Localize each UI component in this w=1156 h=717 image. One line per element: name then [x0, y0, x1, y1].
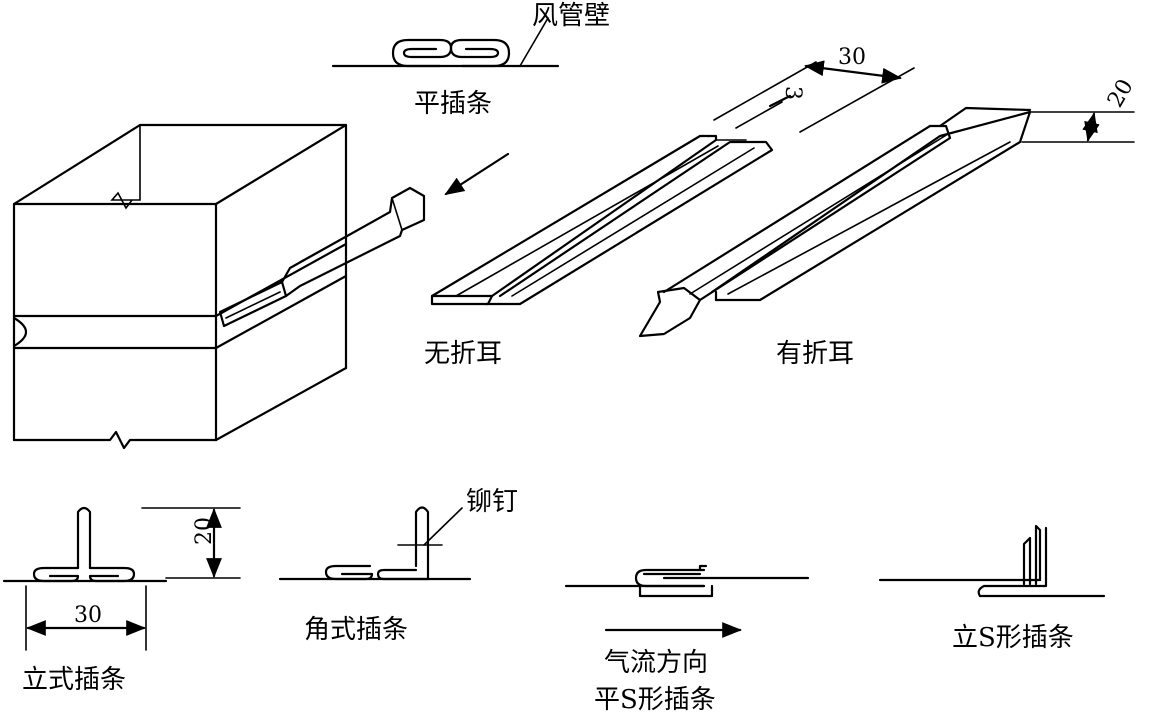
duct-wall-label: 风管壁 [532, 1, 610, 31]
vertical-s-strip-section: 立S形插条 [878, 524, 1106, 653]
dimension-20-ear: 20 [1103, 75, 1139, 112]
top-dimensions: 30 3 20 [713, 45, 1139, 143]
dimension-30-top: 30 [838, 45, 866, 70]
strip-with-ear: 有折耳 [638, 106, 1032, 369]
dimension-20-height: 20 [192, 517, 217, 545]
with-ear-label: 有折耳 [776, 339, 854, 369]
strip-without-ear: 无折耳 [424, 134, 774, 369]
flat-s-strip-label: 平S形插条 [594, 685, 716, 715]
flat-s-strip-section: 气流方向 平S形插条 [564, 564, 810, 715]
duct-box-assembly [12, 123, 510, 450]
rivet-label: 铆钉 [466, 487, 518, 517]
no-ear-label: 无折耳 [424, 339, 502, 369]
vertical-s-strip-label: 立S形插条 [952, 623, 1074, 653]
dimension-30-bottom: 30 [74, 603, 102, 628]
flat-strip-label: 平插条 [414, 89, 492, 119]
angle-strip-label: 角式插条 [304, 615, 408, 645]
vertical-strip-section: 30 20 立式插条 [2, 506, 241, 695]
vertical-strip-label: 立式插条 [22, 665, 126, 695]
dimension-3: 3 [780, 86, 805, 100]
airflow-direction-label: 气流方向 [604, 648, 708, 678]
flat-strip-section: 风管壁 平插条 [331, 1, 610, 119]
angle-strip-section: 铆钉 角式插条 [278, 487, 518, 645]
